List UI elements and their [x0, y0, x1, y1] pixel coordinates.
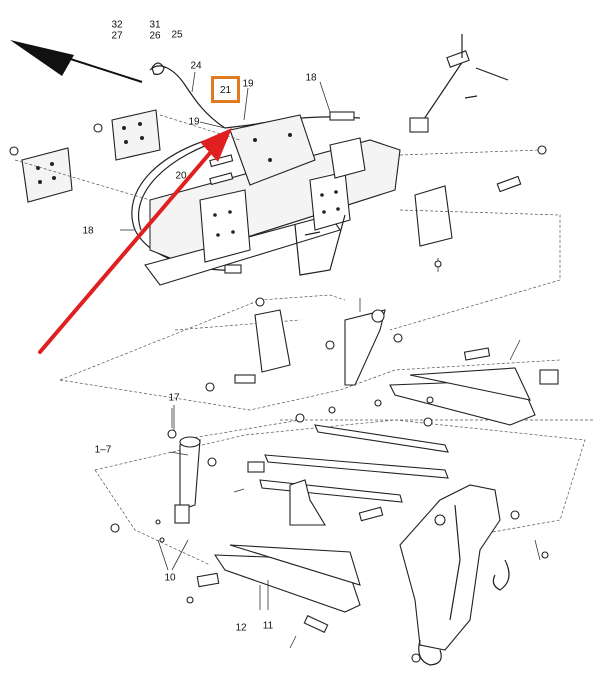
callout-10: 10: [164, 572, 176, 584]
direction-arrow-black: [10, 40, 143, 83]
mount-bracket-assembly: [205, 297, 403, 392]
callout-leader-lines: [120, 71, 331, 571]
pad-plates: [9, 109, 161, 203]
callout-26: 26: [149, 30, 161, 42]
assembly-leader-lines: [14, 114, 595, 566]
lower-link-arm-right: [389, 339, 559, 426]
callout-19-top: 19: [242, 78, 254, 90]
callout-19-left: 19: [188, 116, 200, 128]
quick-hitch-frame: [399, 484, 549, 666]
lower-link-arm-bottom: [186, 544, 361, 649]
callout-32: 32: [111, 19, 123, 31]
center-hanger: [233, 461, 384, 526]
callout-17: 17: [168, 392, 180, 404]
highlighted-callout-21: 21: [211, 76, 240, 103]
callout-18-left: 18: [82, 225, 94, 237]
callout-18-top: 18: [305, 72, 317, 84]
callout-20: 20: [175, 170, 187, 182]
main-frame-beam: [144, 114, 401, 286]
callout-24: 24: [190, 60, 202, 72]
callout-11: 11: [262, 620, 274, 632]
stabilizer-bars: [259, 399, 449, 503]
callout-25: 25: [171, 29, 183, 41]
callout-12: 12: [235, 622, 247, 634]
callout-31: 31: [149, 19, 161, 31]
highlighted-callout-label: 21: [219, 85, 232, 96]
red-pointer-arrow: [38, 128, 232, 354]
callout-27: 27: [111, 30, 123, 42]
lift-arm-left: [110, 408, 217, 543]
callout-1-7: 1–7: [94, 444, 112, 456]
top-link-assembly: [329, 34, 547, 272]
